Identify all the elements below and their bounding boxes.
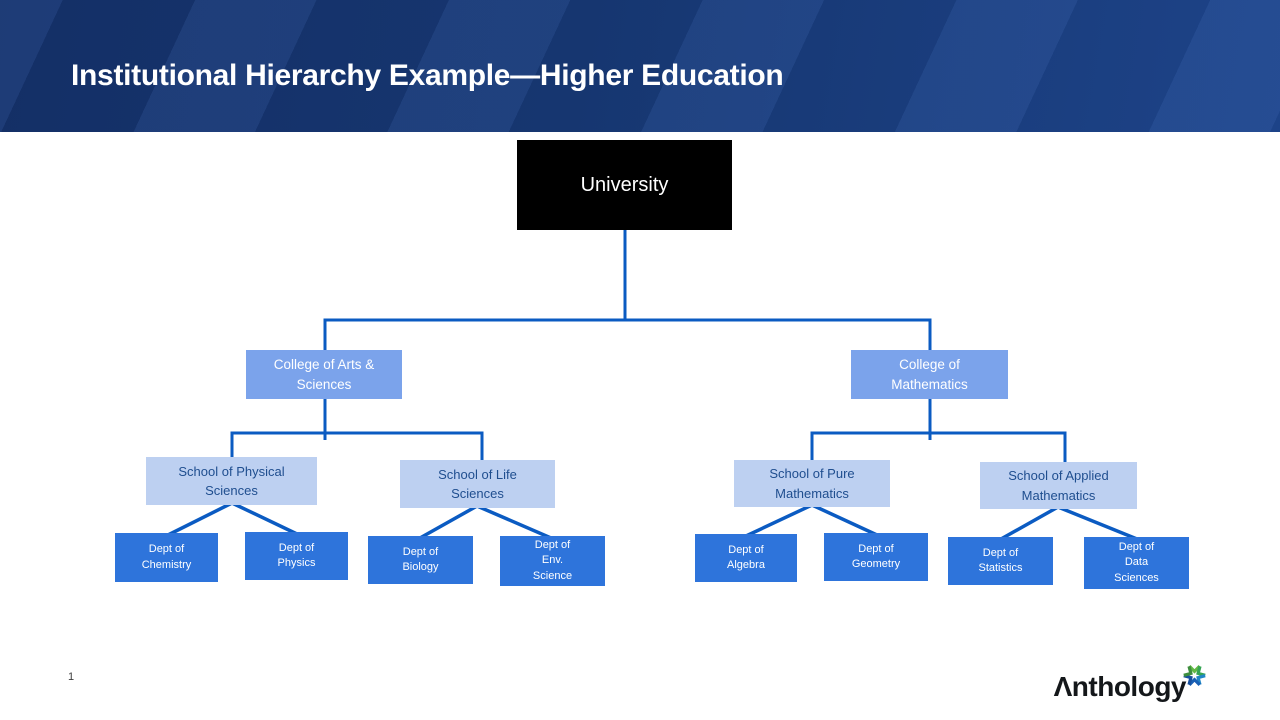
node-school-life-sciences: School of Life Sciences [400,460,555,508]
node-school-physical-sciences: School of Physical Sciences [146,457,317,505]
anthology-logo: Λnthology [1053,665,1208,702]
node-dept-biology: Dept of Biology [368,536,473,584]
connector-college-elbow [323,318,932,440]
connector-pure-geometry [810,503,879,537]
node-dept-geometry: Dept of Geometry [824,533,928,581]
slide-header-banner: Institutional Hierarchy Example—Higher E… [0,0,1280,132]
node-college-arts-sciences: College of Arts & Sciences [246,350,402,399]
node-school-applied-mathematics: School of Applied Mathematics [980,462,1137,509]
node-dept-env-science: Dept of Env. Science [500,536,605,586]
connector-pure-algebra [744,503,814,538]
node-dept-statistics: Dept of Statistics [948,537,1053,585]
connector-life-env [475,504,553,540]
anthology-wordmark: Λnthology [1053,671,1187,702]
connector-physical-physics [230,501,299,536]
connector-life-biology [418,504,479,540]
node-dept-chemistry: Dept of Chemistry [115,533,218,582]
node-school-pure-mathematics: School of Pure Mathematics [734,460,890,507]
connector-applied-data [1056,505,1139,541]
node-university: University [517,140,732,230]
node-dept-algebra: Dept of Algebra [695,534,797,582]
node-dept-data-sciences: Dept of Data Sciences [1084,537,1189,589]
node-college-mathematics: College of Mathematics [851,350,1008,399]
connector-applied-statistics [999,505,1060,541]
page-number: 1 [68,671,75,683]
node-dept-physics: Dept of Physics [245,532,348,580]
connector-physical-chemistry [164,501,234,538]
anthology-starburst-icon [1183,665,1206,686]
slide-title: Institutional Hierarchy Example—Higher E… [71,59,784,92]
